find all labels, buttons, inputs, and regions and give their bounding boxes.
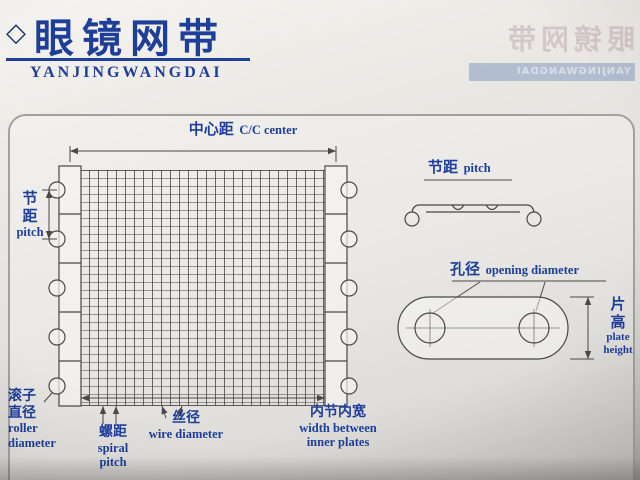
label-inner-en1: width between	[299, 420, 377, 435]
label-pitch-left-cn1: 节	[22, 189, 38, 207]
label-pitch-right: 节距 pitch	[428, 158, 538, 177]
diamond-bullet-icon: ◇	[6, 18, 26, 48]
label-wire-diameter: 丝径 wire diameter	[138, 410, 234, 441]
label-plate-height: 片 高 plate height	[597, 295, 639, 357]
label-wire-en: wire diameter	[148, 426, 224, 441]
bleed-title-text: 眼镜网带	[502, 23, 635, 56]
label-plate-cn1: 片	[610, 295, 626, 313]
label-center-distance-cn: 中心距	[188, 120, 234, 138]
label-spiral-cn: 螺距	[99, 424, 127, 440]
label-opening-diameter: 孔径 opening diameter	[450, 260, 620, 279]
label-spiral-pitch: 螺距 spiral pitch	[86, 424, 140, 470]
label-opening-en: opening diameter	[485, 263, 579, 277]
label-inner-width: 内节内宽 width between inner plates	[278, 404, 398, 450]
label-pitch-right-cn: 节距	[428, 158, 459, 176]
title-underline	[6, 58, 250, 61]
label-pitch-left-cn2: 距	[22, 206, 38, 225]
label-wire-cn: 丝径	[172, 410, 200, 426]
label-pitch-right-en: pitch	[463, 161, 491, 175]
label-plate-cn2: 高	[610, 312, 626, 331]
label-roller-cn1: 滚子	[8, 388, 36, 404]
label-roller-en2: diameter	[8, 435, 56, 450]
bleed-banner-text: YANJINGWANGDAI	[469, 63, 635, 81]
label-center-distance-en: C/C center	[239, 123, 298, 137]
label-pitch-left: 节 距 pitch	[13, 189, 47, 240]
label-roller-diameter: 滚子 直径 roller diameter	[8, 388, 78, 451]
label-plate-en1: plate	[606, 331, 630, 344]
page-title-pinyin: YANJINGWANGDAI	[30, 64, 223, 81]
label-plate-en2: height	[603, 344, 633, 357]
mesh-grid	[81, 170, 325, 406]
label-roller-en1: roller	[8, 421, 38, 436]
label-spiral-en2: pitch	[99, 455, 127, 470]
label-inner-cn: 内节内宽	[310, 404, 366, 420]
label-pitch-left-en: pitch	[16, 225, 44, 240]
label-roller-cn2: 直径	[8, 404, 36, 421]
page-title: 眼镜网带	[34, 16, 226, 62]
label-spiral-en1: spiral	[97, 440, 129, 455]
page-bleed-through: 眼镜网带 YANJINGWANGDAI	[440, 18, 635, 81]
label-inner-en2: inner plates	[306, 435, 370, 450]
label-center-distance: 中心距 C/C center	[145, 120, 341, 139]
label-opening-cn: 孔径	[450, 260, 481, 278]
